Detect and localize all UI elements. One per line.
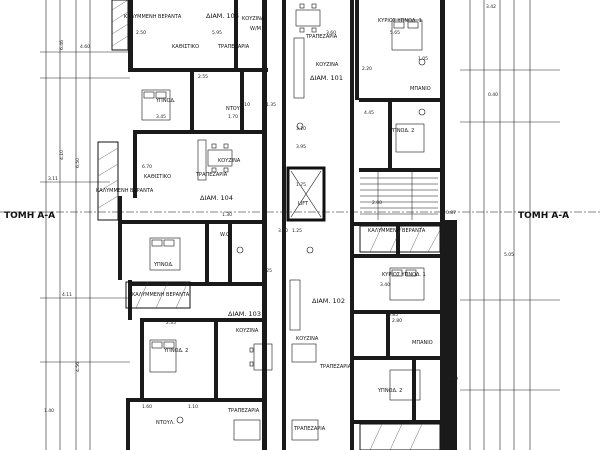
room-living-104: ΚΑΘΙΣΤΙΚΟ (144, 174, 171, 180)
room-dining-101: ΤΡΑΠΕΖΑΡΙΑ (305, 34, 338, 40)
room-dining-104: ΤΡΑΠΕΖΑΡΙΑ (195, 172, 228, 178)
dimension-value: 1.60 (142, 404, 152, 410)
dimension-value: 1.30 (222, 212, 232, 218)
room-dining-105: ΤΡΑΠΕΖΑΡΙΑ (217, 44, 250, 50)
room-veranda-103: ΚΑΛΥΜΜΕΝΗ ΒΕΡΑΝΤΑ (132, 292, 190, 298)
dimension-value: 3.10 (296, 126, 306, 132)
room-bed-104: ΥΠΝΟΔ. (153, 262, 174, 268)
dimension-value: 2.55 (198, 74, 208, 80)
furniture (141, 3, 426, 441)
walls (118, 0, 457, 450)
room-kitchen-105: ΚΟΥΖΙΝΑ (242, 16, 265, 22)
section-label-right: ΤΟΜΗ Α-Α (518, 211, 569, 221)
dimension-value: 1.05 (418, 56, 428, 62)
dimension-value: 3.45 (156, 114, 166, 120)
dimension-value: 3.40 (380, 282, 390, 288)
dimension-value: 1.70 (228, 114, 238, 120)
room-bed-105: ΥΠΝΟΔ. (155, 98, 176, 104)
dimension-value: 2.00 (372, 200, 382, 206)
dimension-value: 2.50 (136, 30, 146, 36)
apt-102: ΔΙΑΜ. 102 (312, 297, 345, 305)
dimension-value: 0.40 (488, 92, 498, 98)
room-labels: ΚΑΛΥΜΜΕΝΗ ΒΕΡΑΝΤΑ ΚΑΘΙΣΤΙΚΟ ΤΡΑΠΕΖΑΡΙΑ Κ… (96, 14, 433, 432)
dimension-value: 5.65 (390, 30, 400, 36)
dimension-value: 3.70 (278, 228, 288, 234)
dimension-value: 1.10 (188, 404, 198, 410)
dimension-value: 2.10 (240, 102, 250, 108)
dimension-value: 4.56 (75, 362, 81, 372)
veranda-hatch (97, 0, 441, 450)
room-bed2-101: ΥΠΝΟΔ. 2 (389, 128, 414, 134)
room-master-101: ΚΥΡΙΟΣ ΥΠΝΟΔ. 1 (378, 18, 422, 24)
room-wc-105: ΝΤΟΥΛ. (226, 106, 245, 112)
section-label-left: ΤΟΜΗ Α-Α (4, 211, 55, 221)
dimension-value: 0.85 (388, 312, 398, 318)
dimension-value: 1.25 (292, 228, 302, 234)
apt-103: ΔΙΑΜ. 103 (228, 310, 261, 318)
dimension-value: 2.80 (392, 318, 402, 324)
dimension-value: 3.11 (48, 176, 58, 182)
core: LIFT (286, 166, 438, 222)
dimension-value: 3.95 (296, 144, 306, 150)
dimension-value: 4.11 (62, 292, 72, 298)
dimension-value: 3.25 (262, 268, 272, 274)
dimension-value: 6.50 (75, 158, 81, 168)
room-veranda-102: ΚΑΛΥΜΜΕΝΗ ΒΕΡΑΝΤΑ (368, 228, 426, 234)
apartment-labels: ΔΙΑΜ. 105 ΔΙΑΜ. 101 ΔΙΑΜ. 104 ΔΙΑΜ. 102 … (200, 12, 345, 318)
dimension-values: 3.42 6.46 4.60 2.50 5.95 3.60 5.65 3.10 … (44, 4, 514, 414)
room-dining-103: ΤΡΑΠΕΖΑΡΙΑ (227, 408, 260, 414)
room-veranda-1: ΚΑΛΥΜΜΕΝΗ ΒΕΡΑΝΤΑ (124, 14, 182, 20)
dimension-value: 5.05 (504, 252, 514, 258)
dimension-value: 3.42 (486, 4, 496, 10)
dimension-chains (40, 0, 560, 450)
room-dining-102: ΤΡΑΠΕΖΑΡΙΑ (319, 364, 352, 370)
lift-label: LIFT (298, 201, 309, 207)
dimension-value: 1.75 (296, 182, 306, 188)
room-wc-104: W.C (220, 232, 230, 238)
dimension-value: 6.46 (59, 40, 65, 50)
room-kitchen-101: ΚΟΥΖΙΝΑ (316, 62, 339, 68)
room-bed2-102: ΥΠΝΟΔ. 2 (377, 388, 402, 394)
dimension-value: 4.45 (364, 110, 374, 116)
dimension-value: 2.35 (166, 320, 176, 326)
dimension-value: 5.95 (212, 30, 222, 36)
room-bed2-103: ΥΠΝΟΔ. 2 (163, 348, 188, 354)
room-veranda-104: ΚΑΛΥΜΜΕΝΗ ΒΕΡΑΝΤΑ (96, 188, 154, 194)
room-bath-102: ΜΠΑΝΙΟ (412, 340, 433, 346)
apt-101: ΔΙΑΜ. 101 (310, 74, 343, 82)
section-line: ΤΟΜΗ Α-Α ΤΟΜΗ Α-Α (0, 211, 600, 221)
apt-104: ΔΙΑΜ. 104 (200, 194, 233, 202)
apt-105: ΔΙΑΜ. 105 (206, 12, 239, 20)
dimension-value: 2.20 (362, 66, 372, 72)
dimension-value: 1.35 (266, 102, 276, 108)
room-master-102: ΚΥΡΙΟΣ ΥΠΝΟΔ. 1 (382, 272, 426, 278)
dimension-value: 1.80 (372, 254, 382, 260)
dimension-value: 0.87 (446, 210, 456, 216)
dimension-value: 4.10 (59, 150, 65, 160)
dimension-value: 6.70 (142, 164, 152, 170)
room-closet-103: ΝΤΟΥΛ. (156, 420, 175, 426)
room-wm-105: W/M (250, 26, 261, 32)
room-kitchen-102: ΚΟΥΖΙΝΑ (296, 336, 319, 342)
dimension-value: 0.30 (448, 376, 458, 382)
dimension-value: 3.60 (326, 30, 336, 36)
dimension-value: 1.40 (44, 408, 54, 414)
room-living-105: ΚΑΘΙΣΤΙΚΟ (172, 44, 199, 50)
room-dining-102b: ΤΡΑΠΕΖΑΡΙΑ (293, 426, 326, 432)
dimension-value: 4.60 (80, 44, 90, 50)
room-kitchen-103: ΚΟΥΖΙΝΑ (236, 328, 259, 334)
room-kitchen-104: ΚΟΥΖΙΝΑ (218, 158, 241, 164)
room-bath-101: ΜΠΑΝΙΟ (410, 86, 431, 92)
